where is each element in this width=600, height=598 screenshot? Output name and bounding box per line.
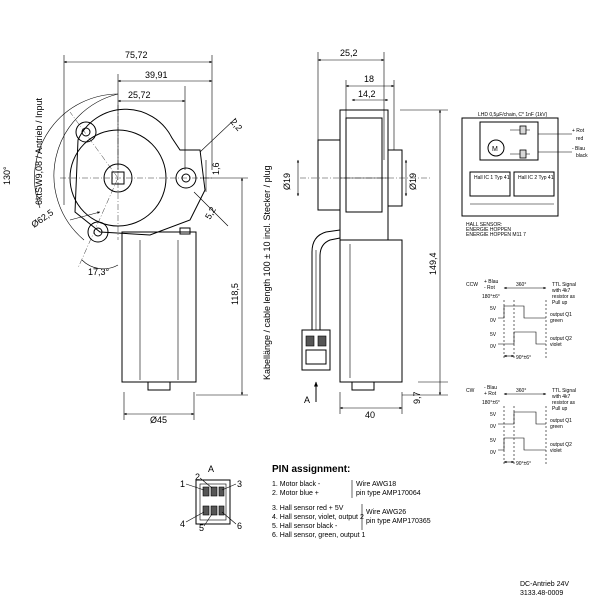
cw-out-2: output Q2 bbox=[550, 442, 572, 448]
cw-angle-bottom: 90°±6° bbox=[516, 461, 531, 467]
dim-side-bottom: 9,7 bbox=[412, 391, 422, 404]
ccw-level-4: 0V bbox=[490, 344, 497, 350]
dim-width-total: 75,72 bbox=[125, 50, 148, 60]
pin-2-label: 2 bbox=[195, 472, 200, 482]
cw-timing-diagram: CW - Blau + Rot 360° 180°±6° 5V 0V 5V 0V… bbox=[466, 385, 576, 467]
cw-angle-top: 360° bbox=[516, 388, 526, 394]
pin-line-6: 6. Hall sensor, green, output 1 bbox=[272, 532, 365, 539]
dim-input-label: 6ktSW9,08 / Antrieb / Input bbox=[34, 97, 44, 205]
ccw-label-3: - Rot bbox=[484, 285, 495, 291]
pin-wire-2: pin type AMP170064 bbox=[356, 490, 421, 497]
cw-level-2: 0V bbox=[490, 424, 497, 430]
cw-ttl-2: with 4k7 bbox=[552, 394, 571, 400]
pin-assignment-title: PIN assignment: bbox=[272, 464, 350, 475]
wire-black-label: - Blau bbox=[572, 146, 585, 152]
ccw-angle-mid: 180°±6° bbox=[482, 294, 500, 300]
dim-hole-3: 5,2 bbox=[203, 205, 218, 221]
ccw-timing-diagram: CCW + Blau - Rot 360° 180°±6° 5V 0V 5V 0… bbox=[466, 279, 576, 361]
dim-side-width-18: 18 bbox=[364, 74, 374, 84]
cw-level-3: 5V bbox=[490, 438, 497, 444]
cw-out-1: output Q1 bbox=[550, 418, 572, 424]
connector-view: A 1 2 3 4 5 6 bbox=[180, 464, 242, 533]
ccw-ttl-2: with 4k7 bbox=[552, 288, 571, 294]
circuit-diagram: LHD 0,5µF/chain, C* 1nF (1kV) M + Rot re… bbox=[461, 112, 588, 238]
dim-side-width-14: 14,2 bbox=[358, 89, 376, 99]
side-view: 25,2 18 14,2 Ø19 Ø19 Kabellänge / cable … bbox=[262, 48, 448, 420]
pin-line-4: 4. Hall sensor, violet, output 2 bbox=[272, 514, 364, 521]
ccw-label-2: + Blau bbox=[484, 279, 499, 285]
cw-level-4: 0V bbox=[490, 450, 497, 456]
ccw-out-1: output Q1 bbox=[550, 312, 572, 318]
dim-side-width-top: 25,2 bbox=[340, 48, 358, 58]
connector-title: A bbox=[208, 464, 214, 474]
ccw-ttl-1: TTL Signal bbox=[552, 282, 576, 288]
ccw-level-2: 0V bbox=[490, 318, 497, 324]
hall-note-2: Hall IC 2 Typ 41 bbox=[518, 175, 554, 181]
cw-ttl-1: TTL Signal bbox=[552, 388, 576, 394]
dim-front-base: Ø45 bbox=[150, 415, 167, 425]
ccw-ttl-4: Pull up bbox=[552, 300, 568, 306]
dim-side-dia-right: Ø19 bbox=[408, 173, 418, 190]
ccw-level-1: 5V bbox=[490, 306, 497, 312]
pin-line-5: 5. Hall sensor black - bbox=[272, 523, 338, 530]
ccw-out-1b: green bbox=[550, 318, 563, 324]
pin-assignment: PIN assignment: 1. Motor black - 2. Moto… bbox=[272, 464, 431, 539]
dim-hole-1: 2,2 bbox=[228, 117, 244, 133]
ccw-label-1: CCW bbox=[466, 282, 478, 288]
pin-3-label: 3 bbox=[237, 479, 242, 489]
pin-line-1: 1. Motor black - bbox=[272, 481, 321, 488]
hall-type-1: ENERGIE HOPPEN bbox=[466, 227, 511, 233]
cw-label-3: + Rot bbox=[484, 391, 497, 397]
circuit-motor-label: M bbox=[492, 146, 498, 153]
pin-6-label: 6 bbox=[237, 521, 242, 531]
ccw-angle-top: 360° bbox=[516, 282, 526, 288]
circuit-header: LHD 0,5µF/chain, C* 1nF (1kV) bbox=[478, 112, 548, 118]
dim-pcd: Ø62,5 bbox=[29, 207, 55, 229]
pin-wire-3: Wire AWG26 bbox=[366, 509, 406, 516]
pin-wire-1: Wire AWG18 bbox=[356, 481, 396, 488]
cw-label-1: CW bbox=[466, 388, 475, 394]
wire-black-label-2: black bbox=[576, 153, 588, 159]
cw-out-1b: green bbox=[550, 424, 563, 430]
cw-level-1: 5V bbox=[490, 412, 497, 418]
hall-sensor-label: HALL SENSOR: bbox=[466, 222, 502, 228]
pin-line-2: 2. Motor blue + bbox=[272, 490, 319, 497]
pin-line-3: 3. Hall sensor red + 5V bbox=[272, 505, 344, 512]
side-arrow-label: A bbox=[304, 395, 310, 405]
wire-red-label: + Rot bbox=[572, 128, 585, 134]
dim-angle-left: 130° bbox=[2, 166, 12, 185]
side-cable-label: Kabellänge / cable length 100 ± 10 incl.… bbox=[262, 165, 272, 380]
dim-width-center: 25,72 bbox=[128, 90, 151, 100]
dim-width-mid: 39,91 bbox=[145, 70, 168, 80]
ccw-angle-bottom: 90°±6° bbox=[516, 355, 531, 361]
dim-front-height: 118,5 bbox=[230, 283, 240, 305]
title-block: DC-Antrieb 24V 3133.48-0009 bbox=[520, 581, 569, 597]
dim-angle-bottom: 17,3° bbox=[88, 267, 110, 277]
dim-side-height: 149,4 bbox=[428, 252, 438, 275]
ccw-ttl-3: resistor as bbox=[552, 294, 576, 300]
ccw-out-2b: violet bbox=[550, 342, 562, 348]
cw-angle-mid: 180°±6° bbox=[482, 400, 500, 406]
cw-ttl-4: Pull up bbox=[552, 406, 568, 412]
pin-5-label: 5 bbox=[199, 523, 204, 533]
pin-wire-4: pin type AMP170365 bbox=[366, 518, 431, 525]
cw-label-2: - Blau bbox=[484, 385, 497, 391]
front-view: 75,72 39,91 25,72 130° 6ktSW9,08 / Antri… bbox=[2, 50, 248, 425]
pin-1-label: 1 bbox=[180, 479, 185, 489]
hall-type-2: ENERGIE HOPPEN M11 7 bbox=[466, 232, 526, 238]
cw-out-2b: violet bbox=[550, 448, 562, 454]
pin-4-label: 4 bbox=[180, 519, 185, 529]
dim-hole-2: 1,6 bbox=[211, 162, 221, 175]
dim-side-base: 40 bbox=[365, 410, 375, 420]
footer-line-2: 3133.48-0009 bbox=[520, 590, 563, 597]
ccw-level-3: 5V bbox=[490, 332, 497, 338]
wire-red-label-2: red bbox=[576, 136, 583, 142]
footer-line-1: DC-Antrieb 24V bbox=[520, 581, 569, 588]
hall-note-1: Hall IC 1 Typ 41 bbox=[474, 175, 510, 181]
dim-side-dia-left: Ø19 bbox=[282, 173, 292, 190]
ccw-out-2: output Q2 bbox=[550, 336, 572, 342]
cw-ttl-3: resistor as bbox=[552, 400, 576, 406]
